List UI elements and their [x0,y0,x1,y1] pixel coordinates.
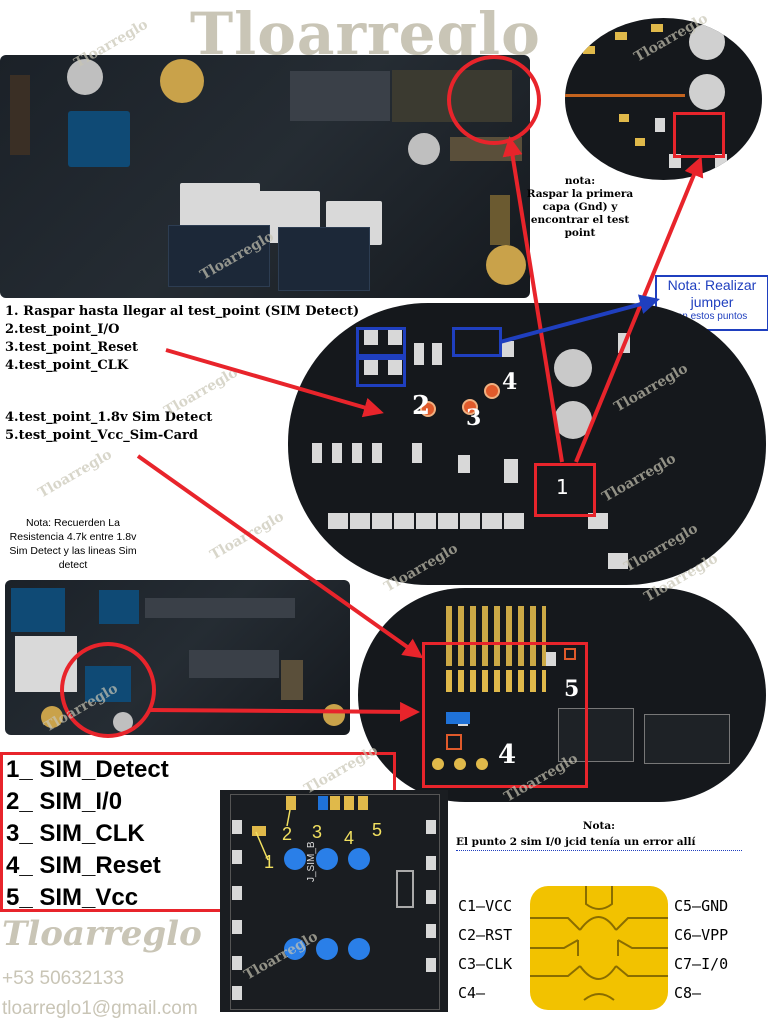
contact-c2: C2—RST [458,926,513,944]
jumper-note-line3: en estos puntos [676,311,748,322]
contact-c8: C8— [674,984,702,1002]
legend-item-4: 4_ SIM_Reset [6,852,161,879]
gnd-note-title: nota: [564,175,596,187]
sim-num-2: 2 [282,824,293,844]
legend-item-3: 3_ SIM_CLK [6,820,145,847]
step-5: 4.test_point_1.8v Sim Detect [5,410,213,425]
arrow-point-2 [286,809,291,827]
sim-connector-board: J_SIM_B 1 2 3 4 5 [220,790,448,1012]
step-6: 5.test_point_Vcc_Sim-Card [5,428,198,443]
zoom-ellipse-middle: 2 3 4 1 [288,303,766,585]
io-error-note: Nota: El punto 2 sim I/0 jcid tenía un e… [456,818,742,851]
sim-num-1: 1 [264,852,275,872]
contact-c4: C4— [458,984,486,1002]
point-2-label: 2 [412,391,431,421]
step-3: 3.test_point_Reset [5,340,138,355]
footer-email: tloarreglo1@gmail.com [2,998,198,1019]
sim-contacts-right: C5—GND C6—VPP C7—I/0 C8— [674,892,764,1008]
gnd-note: nota: Raspar la primera capa (Gnd) y enc… [526,175,634,240]
point-1-label: 1 [556,475,569,499]
arrow-to-jumper-note [499,294,660,344]
sim-num-5: 5 [372,820,383,840]
gnd-note-text: Raspar la primera capa (Gnd) y encontrar… [526,188,634,239]
arrow-to-connector [502,136,564,463]
zoom-ellipse-top [565,18,762,180]
sim-chip-graphic [530,886,668,1010]
board-photo-top [0,55,530,298]
step-4: 4.test_point_CLK [5,358,129,373]
arrow-to-vcc-point [136,454,424,659]
contact-c6: C6—VPP [674,926,729,944]
sim-num-4: 4 [344,828,355,848]
arrow-to-top-zoom [574,156,704,463]
contact-c5: C5—GND [674,897,729,915]
point-4-label: 4 [502,369,518,395]
jumper-note-line1: Nota: Realizar [667,277,757,293]
step-2: 2.test_point_I/O [5,322,120,337]
contact-c1: C1—VCC [458,897,513,915]
legend-item-2: 2_ SIM_I/0 [6,788,123,815]
contact-c3: C3—CLK [458,955,513,973]
legend-item-5: 5_ SIM_Vcc [6,884,139,911]
sim-num-3: 3 [312,822,323,842]
io-error-note-title: Nota: [582,820,616,832]
io-error-note-text: El punto 2 sim I/0 jcid tenía un error a… [456,834,742,851]
sim-area-highlight-circle [60,642,156,738]
point-4b-label: 4 [498,740,517,770]
sim-contacts-left: C1—VCC C2—RST C3—CLK C4— [458,892,530,1008]
arrow-to-test-points [165,348,384,418]
steps-list-b: 4.test_point_1.8v Sim Detect 5.test_poin… [5,409,305,445]
footer-phone: +53 50632133 [2,968,125,989]
contact-c7: C7—I/0 [674,955,729,973]
arrow-point-1 [255,831,269,861]
step-1: 1. Raspar hasta llegar al test_point (SI… [5,304,360,319]
footer-brand: Tloarreglo [2,914,202,954]
legend-list: 1_ SIM_Detect 2_ SIM_I/0 3_ SIM_CLK 4_ S… [6,754,246,914]
connector-highlight-circle [447,55,541,145]
steps-list-a: 1. Raspar hasta llegar al test_point (SI… [5,303,360,375]
arrow-board-to-zoom [149,701,420,722]
point-3-label: 3 [466,405,482,431]
point-5-label: 5 [564,676,580,702]
resistor-note: Nota: Recuerden La Resistencia 4.7k entr… [9,517,137,571]
zoom-ellipse-lower: 5 4 [358,588,766,802]
legend-item-1: 1_ SIM_Detect [6,756,169,783]
jumper-note-line2: jumper [690,294,734,310]
